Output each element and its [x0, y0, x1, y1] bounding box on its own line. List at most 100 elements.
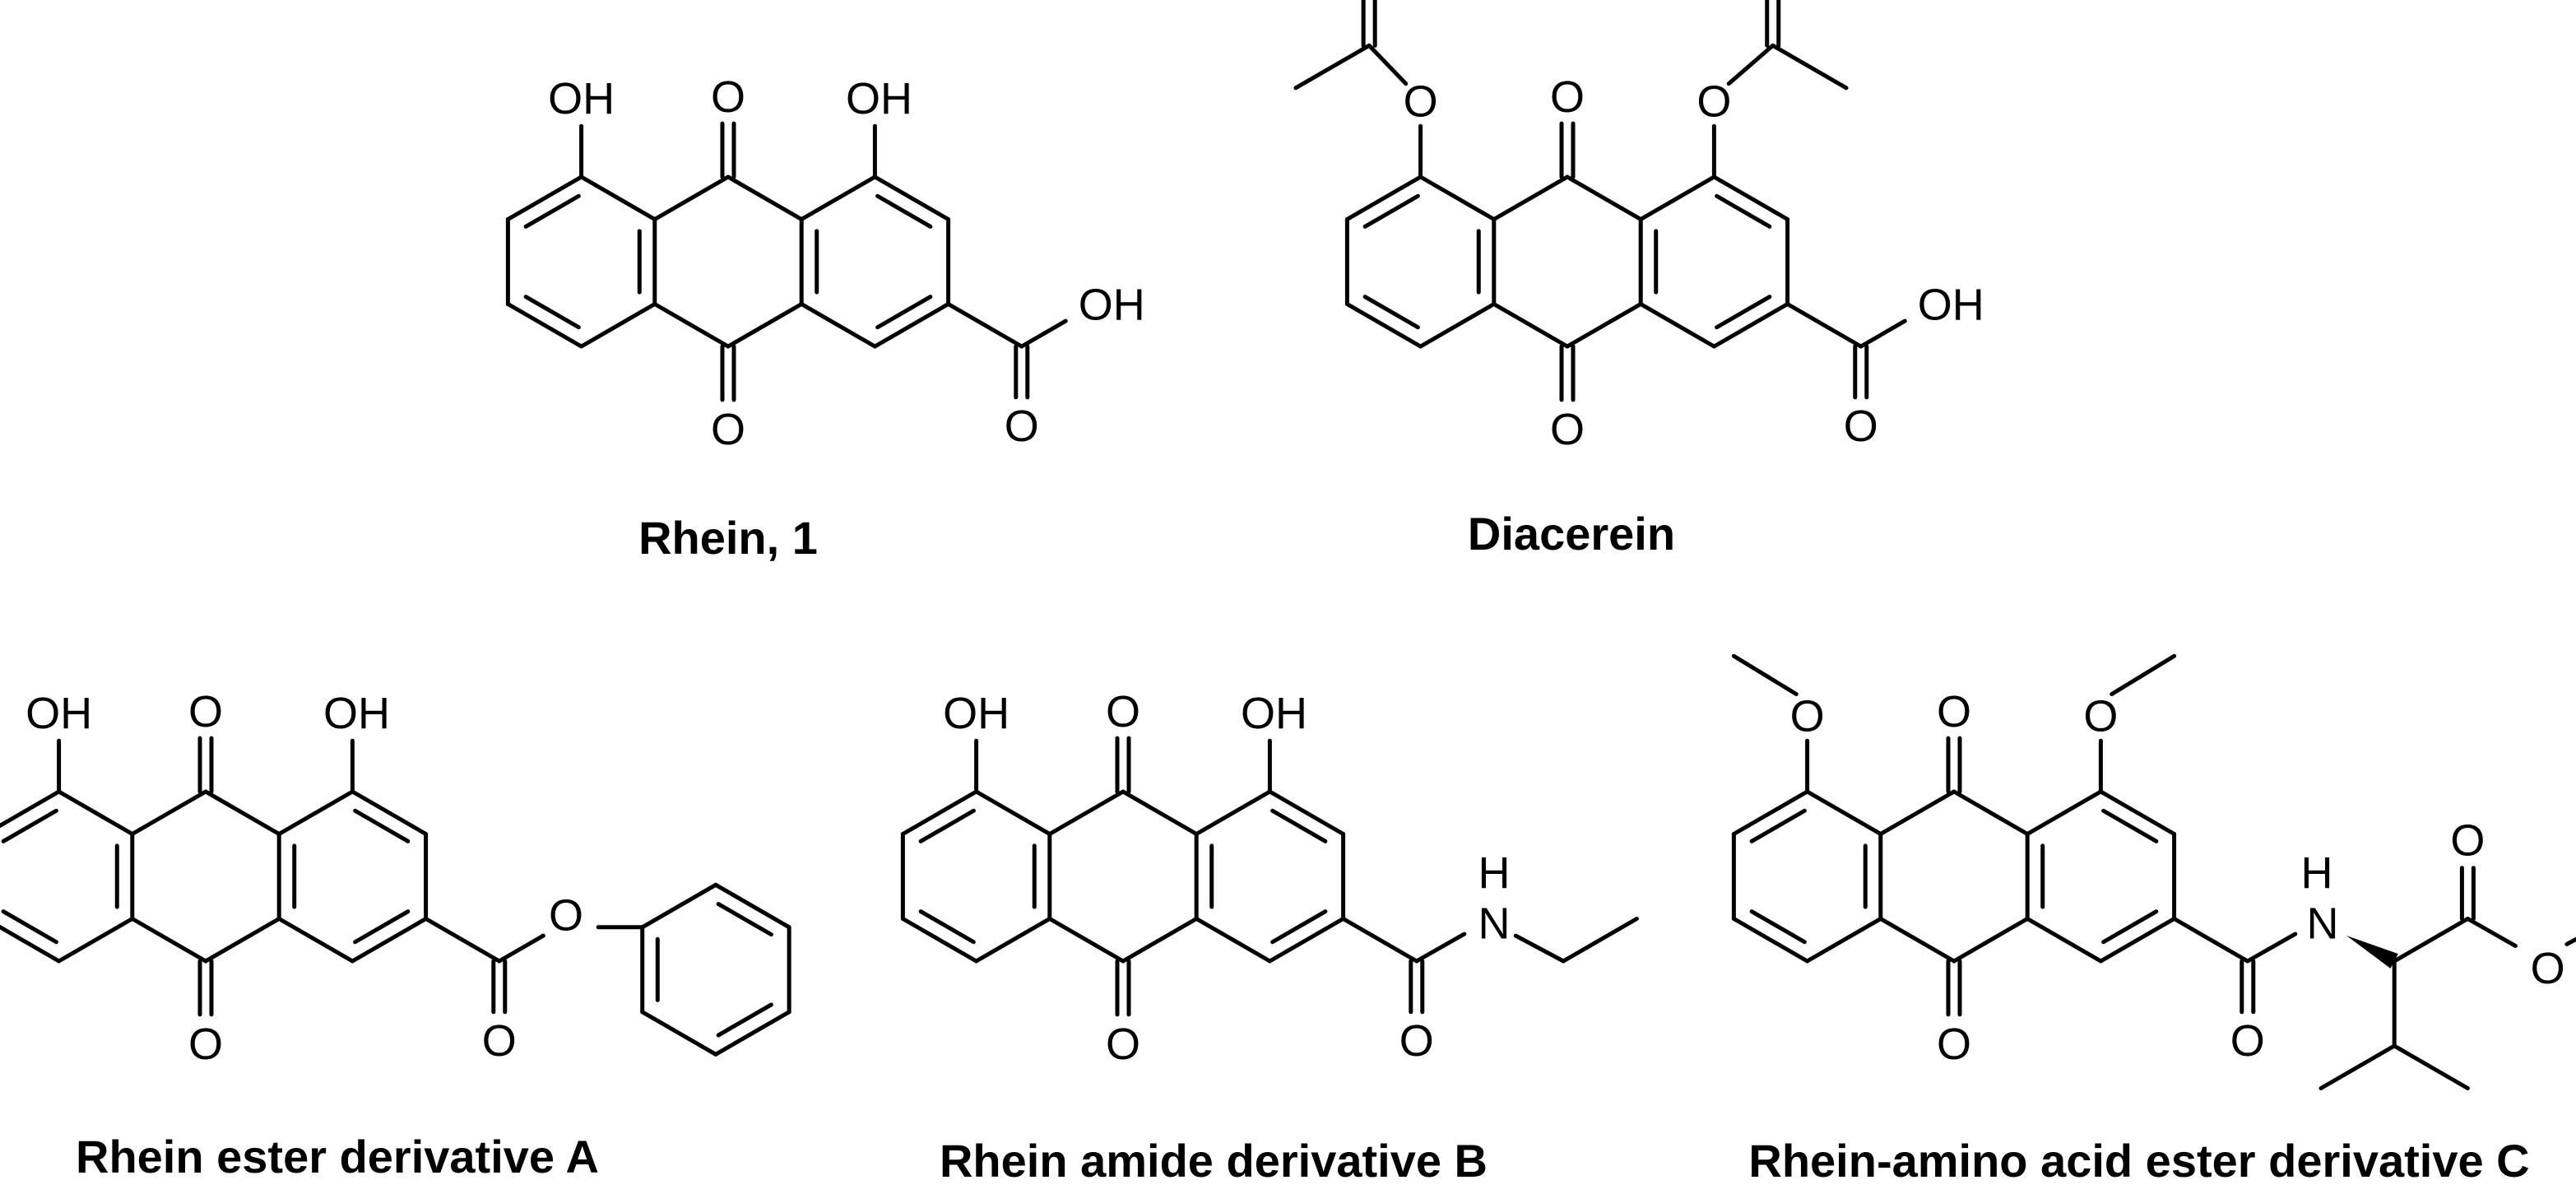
- bond: [1362, 193, 1420, 229]
- wedge-bond: [2346, 936, 2398, 969]
- bond: [716, 902, 773, 937]
- carboxyl-hydroxyl: OH: [1918, 281, 1984, 330]
- bond: [2110, 653, 2177, 697]
- bond: [1362, 295, 1420, 330]
- bond: [1367, 43, 1409, 86]
- bond: [1418, 174, 1497, 221]
- caption-diacerein: Diacerein: [1468, 508, 1675, 560]
- bond: [1047, 789, 1126, 836]
- bond: [1731, 653, 1799, 697]
- bond: [1715, 193, 1772, 229]
- bond: [505, 302, 584, 349]
- bond: [353, 909, 411, 945]
- hydroxyl-left: OH: [943, 689, 1010, 738]
- amide-nitrogen: N: [1478, 899, 1511, 949]
- bond: [652, 302, 731, 349]
- carbonyl-oxygen-top: O: [711, 72, 745, 122]
- bond: [1749, 808, 1807, 843]
- ester-oxygen-right: O: [1696, 77, 1731, 126]
- bond: [130, 789, 208, 836]
- bond: [2101, 909, 2159, 945]
- bond: [1492, 302, 1570, 349]
- hydroxyl-right: OH: [846, 74, 912, 123]
- bond: [1731, 789, 1810, 836]
- hydroxyl-right: OH: [323, 689, 390, 738]
- caption-rhein-amino-acid-ester-derivative-c: Rhein-amino acid ester derivative C: [1748, 1135, 2529, 1187]
- bond: [1952, 917, 2030, 964]
- hydroxyl-right: OH: [1241, 689, 1307, 738]
- bond: [1121, 789, 1199, 836]
- bond: [1, 808, 58, 843]
- carboxyl-hydroxyl: OH: [1079, 281, 1145, 330]
- carbonyl-oxygen-bottom: O: [1937, 1020, 1971, 1069]
- bond: [2564, 936, 2576, 946]
- bond: [424, 917, 502, 964]
- bond: [276, 917, 355, 964]
- caption-rhein-amide-derivative-b: Rhein amide derivative B: [940, 1135, 1488, 1187]
- amide-hydrogen: H: [2301, 848, 2333, 898]
- bond: [505, 174, 584, 221]
- bond: [350, 917, 429, 964]
- bond: [2318, 1043, 2397, 1090]
- bond: [799, 174, 877, 221]
- bond: [1344, 302, 1423, 349]
- ester-oxygen-left: O: [1404, 77, 1438, 126]
- bond: [1267, 917, 1346, 964]
- methoxy-oxygen-right: O: [2083, 691, 2118, 741]
- bond: [0, 789, 62, 829]
- bond: [1785, 302, 1864, 349]
- bond: [1638, 174, 1716, 221]
- bond: [918, 808, 976, 843]
- bond: [1418, 302, 1497, 349]
- bond: [652, 174, 731, 221]
- carbonyl-oxygen-top: O: [1937, 687, 1971, 736]
- bond: [203, 917, 281, 964]
- bond: [726, 302, 804, 349]
- bond: [1878, 789, 1956, 836]
- carboxyl-oxygen: O: [1005, 402, 1039, 451]
- bond: [1715, 295, 1772, 330]
- bond: [1513, 933, 1566, 964]
- bond: [1711, 174, 1790, 221]
- bond: [1341, 917, 1419, 964]
- bond: [1952, 789, 2030, 836]
- bond: [1878, 917, 1956, 964]
- bond: [974, 789, 1052, 836]
- bond: [2465, 917, 2518, 948]
- bond: [1726, 43, 1775, 86]
- bond: [1270, 909, 1328, 945]
- bond: [1121, 917, 1199, 964]
- carbonyl-oxygen-top: O: [188, 687, 223, 736]
- bond: [900, 917, 979, 964]
- bond: [1561, 917, 1639, 964]
- carbonyl-oxygen-top: O: [1106, 687, 1140, 736]
- bond: [2098, 917, 2177, 964]
- bond: [523, 295, 581, 330]
- bond: [918, 909, 976, 945]
- bond: [2101, 808, 2159, 843]
- caption-rhein: Rhein, 1: [638, 512, 818, 564]
- bond: [1, 909, 58, 945]
- bond: [726, 174, 804, 221]
- bond: [497, 933, 545, 964]
- carbonyl-oxygen-bottom: O: [711, 405, 745, 454]
- bond: [57, 917, 135, 964]
- bond: [640, 882, 718, 930]
- bond: [2392, 1043, 2470, 1090]
- carbonyl-oxygen-bottom: O: [188, 1020, 223, 1069]
- bond: [716, 1002, 773, 1038]
- bond: [1771, 43, 1849, 91]
- ester-carbonyl-oxygen: O: [482, 1016, 517, 1066]
- bond: [974, 917, 1052, 964]
- bond: [799, 302, 877, 349]
- bond: [640, 1010, 718, 1057]
- caption-rhein-ester-derivative-a: Rhein ester derivative A: [76, 1131, 599, 1182]
- carbonyl-oxygen-bottom: O: [1550, 405, 1585, 454]
- bond: [1731, 917, 1810, 964]
- bond: [875, 295, 933, 330]
- amide-carbonyl-oxygen: O: [2230, 1016, 2265, 1066]
